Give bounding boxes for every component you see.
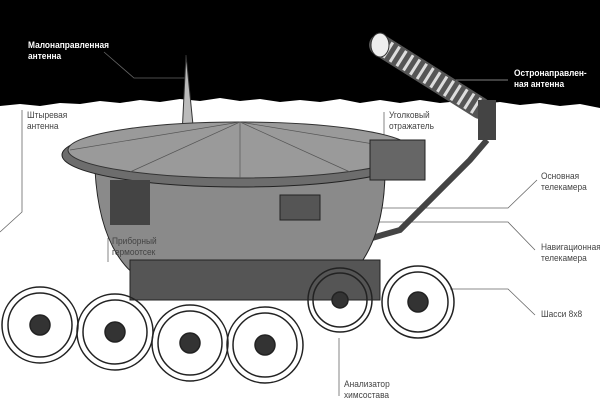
label-high-gain-antenna: Остронаправлен-ная антенна: [514, 68, 587, 90]
wheels: [1, 265, 455, 384]
label-chassis: Шасси 8x8: [541, 309, 583, 320]
rover-body: [61, 121, 426, 301]
